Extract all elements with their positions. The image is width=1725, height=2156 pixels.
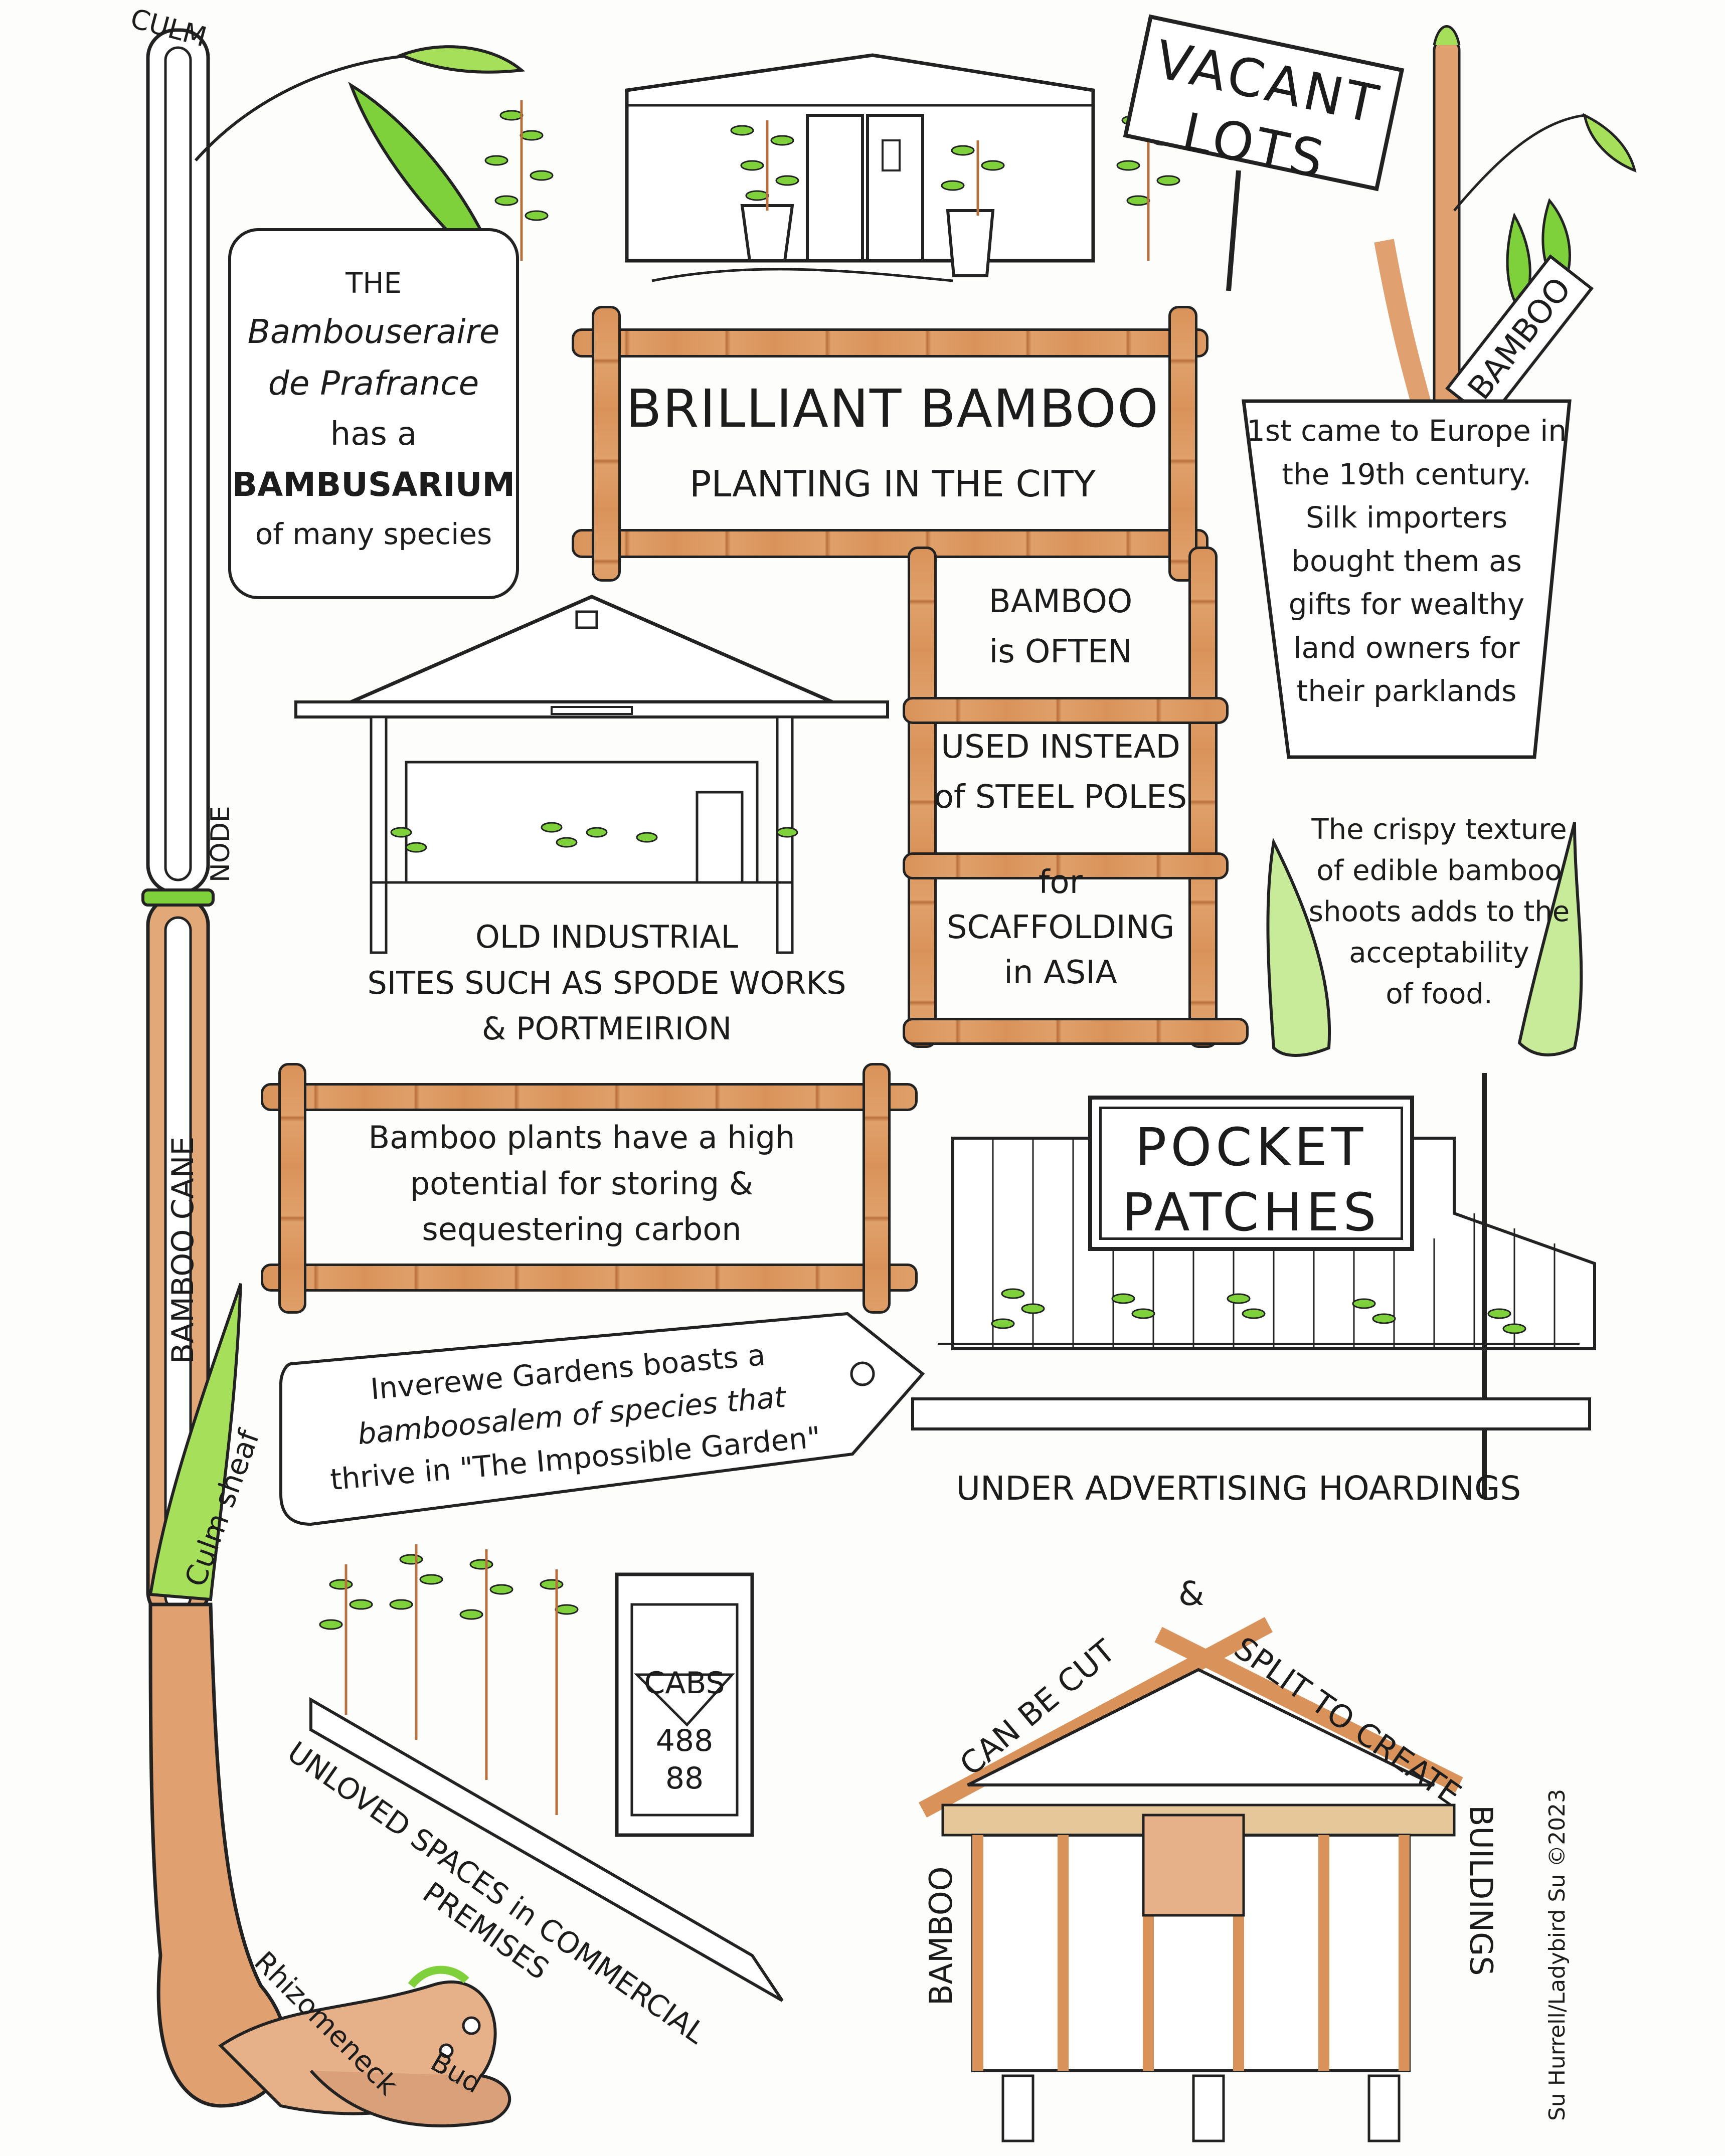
industrial-sites-text: OLD INDUSTRIAL SITES SUCH AS SPODE WORKS… <box>326 918 888 1048</box>
scaffold-line-6: SCAFFOLDING <box>946 909 1175 946</box>
artist-credit: Su Hurrell/Ladybird Su ©2023 <box>1544 1788 1570 2121</box>
scaffold-line-5: for <box>1039 864 1083 901</box>
pocket-line-1: POCKET <box>1135 1117 1367 1178</box>
pocket-patches-sign: POCKET PATCHES <box>1088 1096 1414 1251</box>
page-title: BRILLIANT BAMBOO <box>626 378 1159 439</box>
cabs-sign: CABS 488 88 <box>637 1630 732 1800</box>
carbon-line-3: sequestering carbon <box>422 1211 742 1247</box>
node-ring <box>141 888 215 907</box>
scaffold-line-4: of STEEL POLES <box>934 779 1187 816</box>
rhizome-base <box>148 1602 288 2108</box>
plaque-line-4: has a <box>330 416 417 453</box>
cabs-line-1: CABS <box>644 1666 725 1701</box>
buildings-bamboo: BAMBOO <box>923 1866 959 2006</box>
cabs-line-2: 488 88 <box>655 1723 714 1796</box>
bamboo-shoots-illustration <box>1266 822 1583 1057</box>
shoots-line-5: of food. <box>1386 978 1493 1010</box>
industrial-shed-illustration <box>294 595 889 954</box>
plaque-line-6: of many species <box>255 516 492 551</box>
plaque-line-3: de Prafrance <box>268 364 479 403</box>
scaffold-line-1: BAMBOO <box>988 583 1133 620</box>
europe-line-4: bought them as <box>1291 544 1522 578</box>
page-subtitle: PLANTING IN THE CITY <box>689 463 1096 505</box>
buildings-label: BUILDINGS <box>1463 1805 1499 1976</box>
carbon-line-1: Bamboo plants have a high <box>368 1119 795 1156</box>
industrial-line-2: SITES SUCH AS SPODE WORKS <box>367 964 846 1001</box>
industrial-line-3: & PORTMEIRION <box>481 1010 732 1047</box>
edible-shoots-text: The crispy texture of edible bamboo shoo… <box>1284 812 1595 1012</box>
bambouseraie-plaque: THE Bambouseraire de Prafrance has a BAM… <box>228 228 519 599</box>
shoots-line-1: The crispy texture <box>1311 813 1567 846</box>
scaffold-line-3: USED INSTEAD <box>941 729 1180 766</box>
scaffold-line-7: in ASIA <box>1004 954 1117 991</box>
shoots-line-4: acceptability <box>1349 937 1529 969</box>
plaque-line-2: Bambouseraire <box>247 312 500 351</box>
industrial-line-1: OLD INDUSTRIAL <box>475 919 739 955</box>
europe-line-5: gifts for wealthy <box>1288 587 1525 621</box>
buildings-amp: & <box>1178 1574 1204 1613</box>
europe-line-3: Silk importers <box>1305 500 1508 534</box>
pocket-line-2: PATCHES <box>1122 1182 1381 1243</box>
inverewe-tag-shape <box>279 1312 925 1526</box>
culm-sheaf-shape <box>148 1283 242 1601</box>
plaque-line-1: THE <box>346 267 402 300</box>
europe-line-1: 1st came to Europe in <box>1246 414 1567 448</box>
europe-line-7: their parklands <box>1296 674 1517 708</box>
shoots-line-3: shoots adds to the <box>1308 895 1570 928</box>
carbon-line-2: potential for storing & <box>410 1165 754 1202</box>
plaque-line-5: BAMBUSARIUM <box>232 465 515 504</box>
plant-pot-shape <box>1242 399 1572 759</box>
hoardings-caption: UNDER ADVERTISING HOARDINGS <box>956 1469 1521 1508</box>
scaffold-line-2: is OFTEN <box>989 633 1132 670</box>
europe-line-6: land owners for <box>1293 630 1520 665</box>
europe-history-text: 1st came to Europe in the 19th century. … <box>1244 409 1570 709</box>
europe-line-2: the 19th century. <box>1282 457 1531 491</box>
potted-bamboo-illustration <box>1374 25 1637 423</box>
shoots-line-2: of edible bamboo <box>1316 854 1562 887</box>
